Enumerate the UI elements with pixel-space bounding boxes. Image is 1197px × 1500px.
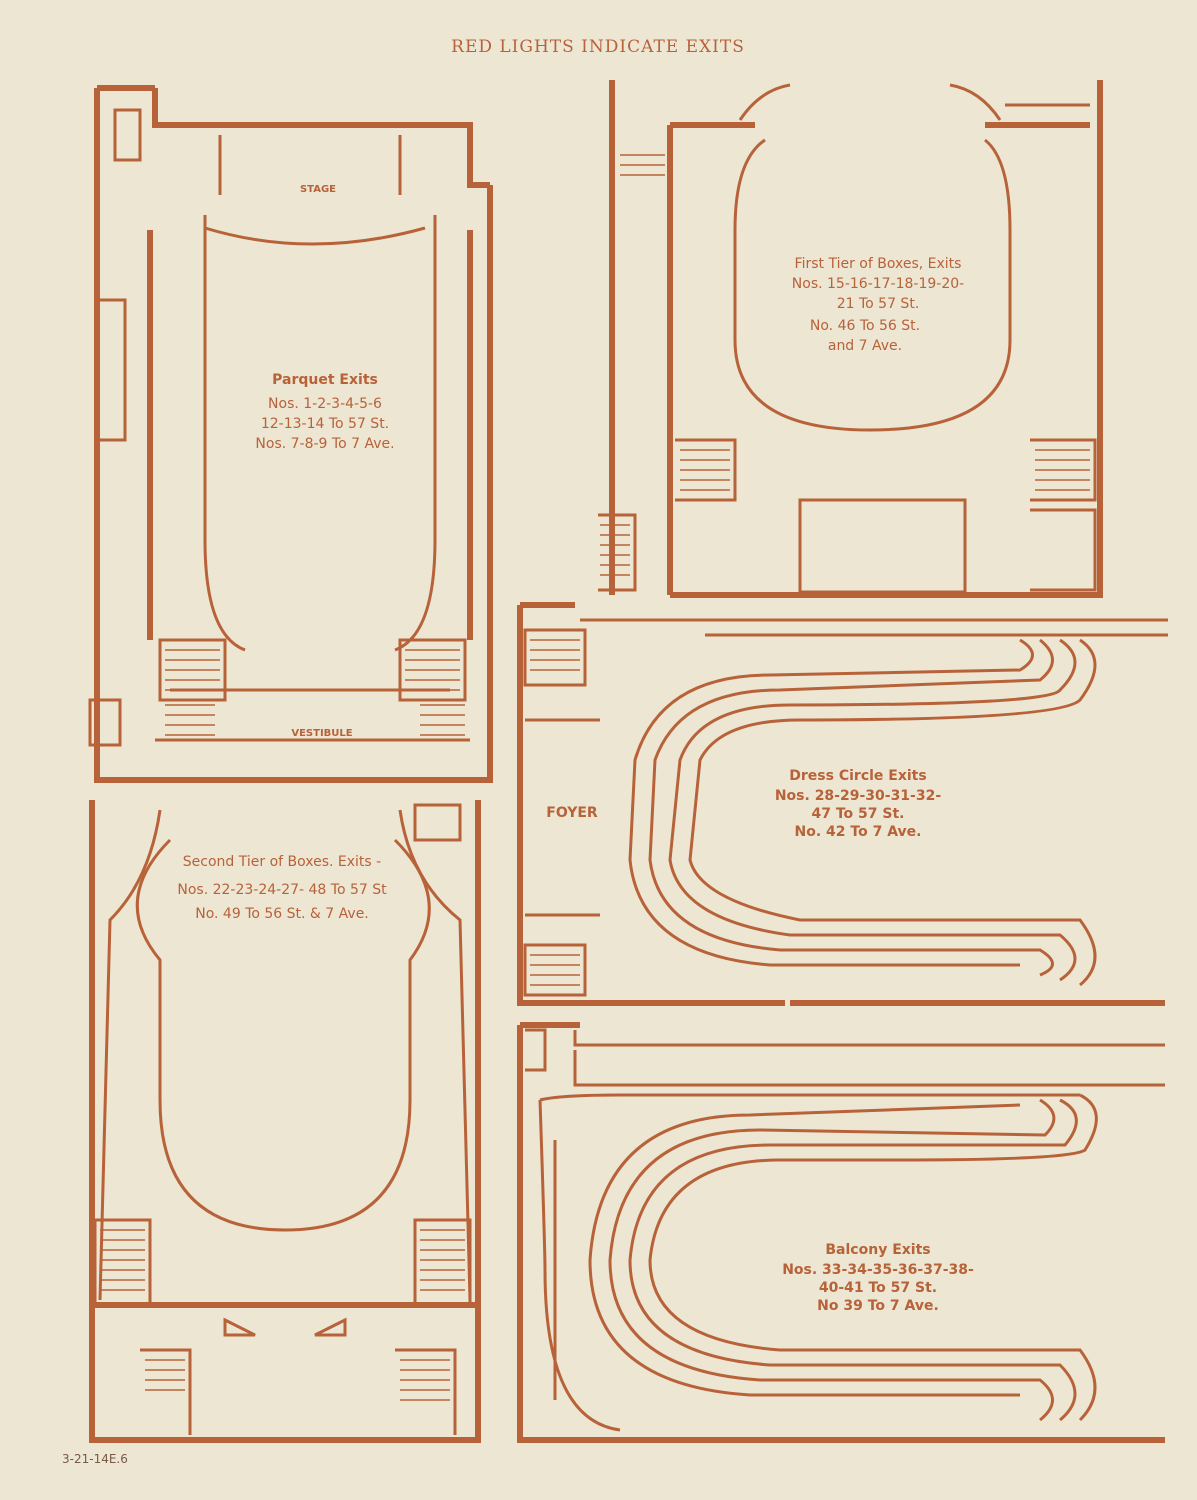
stage-label: STAGE xyxy=(300,184,336,195)
dress-circle-caption-title: Dress Circle Exits xyxy=(789,768,926,784)
balcony-caption-line: Nos. 33-34-35-36-37-38- xyxy=(782,1262,974,1278)
dress-circle-plan: FOYER Dress Circle Exits Nos. 28-29-30-3… xyxy=(517,602,1168,1006)
second-tier-caption-line: Nos. 22-23-24-27- 48 To 57 St xyxy=(177,882,387,898)
dress-circle-caption-line: No. 42 To 7 Ave. xyxy=(795,824,922,840)
balcony-plan: Balcony Exits Nos. 33-34-35-36-37-38- 40… xyxy=(517,1022,1165,1443)
first-tier-caption-title: First Tier of Boxes, Exits xyxy=(795,256,962,272)
balcony-caption-title: Balcony Exits xyxy=(825,1242,930,1258)
first-tier-caption-line: Nos. 15-16-17-18-19-20- xyxy=(792,276,964,292)
header-title: RED LIGHTS INDICATE EXITS xyxy=(451,37,745,57)
first-tier-caption-line: 21 To 57 St. xyxy=(837,296,920,312)
second-tier-caption-line: No. 49 To 56 St. & 7 Ave. xyxy=(195,906,369,922)
second-tier-plan: Second Tier of Boxes. Exits - Nos. 22-23… xyxy=(89,800,481,1443)
parquet-caption-line: 12-13-14 To 57 St. xyxy=(261,416,389,432)
parquet-caption-line: Nos. 1-2-3-4-5-6 xyxy=(268,396,382,412)
dress-circle-caption-line: Nos. 28-29-30-31-32- xyxy=(775,788,942,804)
parquet-caption-line: Nos. 7-8-9 To 7 Ave. xyxy=(255,436,394,452)
parquet-caption-title: Parquet Exits xyxy=(272,372,378,388)
first-tier-plan: First Tier of Boxes, Exits Nos. 15-16-17… xyxy=(598,80,1103,598)
first-tier-caption-line: No. 46 To 56 St. xyxy=(810,318,920,334)
handwritten-note: 3-21-14E.6 xyxy=(62,1452,128,1466)
first-tier-caption-line: and 7 Ave. xyxy=(828,338,902,354)
vestibule-label: VESTIBULE xyxy=(291,728,352,739)
balcony-caption-line: No 39 To 7 Ave. xyxy=(817,1298,939,1314)
parquet-plan: STAGE VESTIBULE Parquet Exits Nos. 1-2-3… xyxy=(88,85,493,783)
dress-circle-caption-line: 47 To 57 St. xyxy=(812,806,905,822)
balcony-caption-line: 40-41 To 57 St. xyxy=(819,1280,937,1296)
second-tier-caption-title: Second Tier of Boxes. Exits - xyxy=(183,854,381,870)
foyer-label: FOYER xyxy=(546,805,598,821)
